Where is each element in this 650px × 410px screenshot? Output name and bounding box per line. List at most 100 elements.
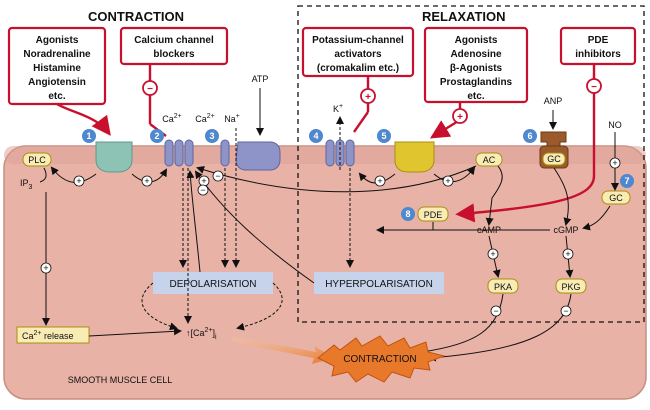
svg-text:+: + xyxy=(490,249,495,259)
smooth-muscle-cell-label: SMOOTH MUSCLE CELL xyxy=(68,375,173,385)
svg-text:+: + xyxy=(457,112,463,123)
svg-text:PKA: PKA xyxy=(494,282,512,292)
gc-membrane-label: GC xyxy=(547,154,561,164)
sign-plus: + xyxy=(374,175,386,187)
svg-text:+: + xyxy=(377,176,382,186)
receptor-number-6: 6 xyxy=(523,129,537,143)
svg-text:+: + xyxy=(445,176,450,186)
svg-text:+: + xyxy=(43,263,48,273)
sign-minus: − xyxy=(197,184,209,196)
pde-inhibitors-line: inhibitors xyxy=(575,49,621,60)
agonists-relaxation-line: Agonists xyxy=(455,35,498,46)
calcium-channel-2 xyxy=(164,139,194,167)
svg-text:PLC: PLC xyxy=(28,155,46,165)
hyperpolarisation-box: HYPERPOLARISATION xyxy=(314,272,444,294)
no-label: NO xyxy=(608,120,622,130)
gc-cytosolic-box: GC xyxy=(601,190,631,205)
svg-text:+: + xyxy=(612,158,617,168)
activator-plus-sign: + xyxy=(360,88,376,104)
sign-plus: + xyxy=(609,157,621,169)
svg-text:2: 2 xyxy=(154,131,159,141)
sign-plus: + xyxy=(141,175,153,187)
svg-text:+: + xyxy=(76,176,81,186)
gc-to-cgmp-arrow xyxy=(553,167,572,226)
channel-number-2: 2 xyxy=(150,129,164,143)
activator-line-tail xyxy=(353,111,369,133)
pde-inhibitors-line: PDE xyxy=(588,35,609,46)
svg-text:−: − xyxy=(200,185,205,195)
na-label: Na+ xyxy=(224,113,240,124)
ca-release-label: Ca2+ release xyxy=(22,330,74,341)
guanylate-cyclase-number-7: 7 xyxy=(620,174,634,188)
svg-text:−: − xyxy=(147,84,153,95)
potassium-activators-line: Potassium-channel xyxy=(312,35,404,46)
svg-text:5: 5 xyxy=(381,131,386,141)
potassium-activators-line: (cromakalim etc.) xyxy=(317,63,399,74)
receptor-number-1: 1 xyxy=(82,129,96,143)
svg-text:7: 7 xyxy=(624,176,629,186)
k-label: K+ xyxy=(333,103,343,114)
agonists-relaxation-line: Adenosine xyxy=(450,49,502,60)
channel-3 xyxy=(220,139,230,167)
svg-text:HYPERPOLARISATION: HYPERPOLARISATION xyxy=(325,279,433,290)
agonists-contraction-line: Angiotensin xyxy=(28,77,86,88)
svg-text:−: − xyxy=(563,306,568,316)
svg-text:1: 1 xyxy=(86,131,91,141)
sign-plus: + xyxy=(442,175,454,187)
svg-text:AC: AC xyxy=(483,155,496,165)
contraction-header: CONTRACTION xyxy=(88,9,184,24)
receptor-number-5: 5 xyxy=(377,129,391,143)
contraction-label: CONTRACTION xyxy=(343,354,416,365)
ca-label-channel2: Ca2+ xyxy=(162,113,182,124)
pde-inhibitors-box: PDE inhibitors xyxy=(559,26,637,66)
channel-number-3: 3 xyxy=(205,129,219,143)
relaxation-header: RELAXATION xyxy=(422,9,506,24)
receptor-to-plc-arrow xyxy=(50,166,97,183)
svg-text:−: − xyxy=(493,306,498,316)
pde-inhibitor-minus-sign: − xyxy=(586,78,602,94)
svg-text:+: + xyxy=(201,176,206,186)
plc-box: PLC xyxy=(22,152,52,167)
svg-text:8: 8 xyxy=(405,209,410,219)
svg-text:3: 3 xyxy=(209,131,214,141)
anp-label: ANP xyxy=(544,96,563,106)
potassium-channel-activators-box: Potassium-channel activators (cromakalim… xyxy=(301,26,415,78)
receptor5-to-ac-arrow xyxy=(433,166,476,183)
intracellular-calcium-label: ↑[Ca2+]i xyxy=(186,327,217,341)
release-to-calcium-arrow xyxy=(88,327,182,337)
svg-text:4: 4 xyxy=(313,131,318,141)
agonists-contraction-line: Noradrenaline xyxy=(23,49,91,60)
pka-box: PKA xyxy=(487,278,519,294)
relaxation-region xyxy=(297,5,645,323)
calcium-channel-blockers-box: Calcium channel blockers xyxy=(119,26,229,66)
depolarisation-box: DEPOLARISATION xyxy=(153,272,273,294)
pde-inhibitor-arrow xyxy=(455,64,596,223)
svg-text:GC: GC xyxy=(609,193,623,203)
calcium-to-contraction-arrow xyxy=(232,336,334,364)
atp-label: ATP xyxy=(252,74,269,84)
potassium-activators-line: activators xyxy=(334,49,382,60)
ca-release-box: Ca2+ release xyxy=(16,326,90,344)
calcium-blockers-line: blockers xyxy=(153,49,195,60)
plc-to-ip3-arrow xyxy=(39,167,47,183)
contraction-starburst xyxy=(317,335,446,383)
pka-inhibit-contraction-arrow xyxy=(420,293,504,356)
svg-text:PDE: PDE xyxy=(424,210,443,220)
agonists-relaxation-line: Prostaglandins xyxy=(440,77,513,88)
pde-number-8: 8 xyxy=(401,207,415,221)
blocker-minus-sign: − xyxy=(142,80,158,96)
sign-minus: − xyxy=(560,305,572,317)
ac-to-camp-arrow xyxy=(485,165,503,226)
pkg-box: PKG xyxy=(555,278,587,294)
depolarisation-to-calcium-left xyxy=(141,282,178,331)
calcium-blockers-line: Calcium channel xyxy=(134,35,214,46)
agonist-receptor-5 xyxy=(394,141,435,173)
agonists-contraction-line: etc. xyxy=(48,91,65,102)
anp-guanylate-cyclase-6: GC xyxy=(539,131,569,169)
agonist-relax-plus-sign: + xyxy=(452,108,468,124)
agonists-relaxation-box: Agonists Adenosine β-Agonists Prostaglan… xyxy=(423,26,529,104)
svg-text:6: 6 xyxy=(527,131,532,141)
svg-text:DEPOLARISATION: DEPOLARISATION xyxy=(169,279,256,290)
